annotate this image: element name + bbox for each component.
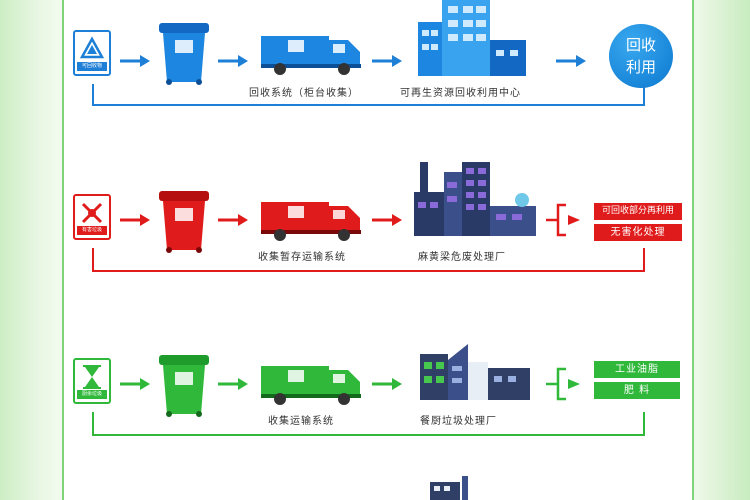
blue-truck-icon bbox=[261, 36, 361, 75]
red-truck-icon bbox=[261, 202, 361, 241]
flow-bracket bbox=[92, 84, 645, 106]
recycling-center-building-icon bbox=[418, 0, 526, 76]
blue-bin-icon bbox=[159, 23, 209, 85]
truck-label: 收集暂存运输系统 bbox=[258, 252, 346, 263]
kitchen-waste-sign: 厨余垃圾 bbox=[73, 358, 111, 404]
arrow-icon bbox=[556, 55, 586, 67]
recyclable-sign: 可回收物 bbox=[73, 30, 111, 76]
hazard-icon bbox=[81, 202, 103, 224]
plant-label: 可再生资源回收利用中心 bbox=[400, 88, 521, 99]
truck-label: 收集运输系统 bbox=[268, 416, 334, 427]
recycle-use-circle: 回收 利用 bbox=[609, 24, 673, 88]
red-bin-icon bbox=[159, 191, 209, 253]
plant-label: 餐厨垃圾处理厂 bbox=[420, 416, 497, 427]
split-arrow-icon bbox=[546, 367, 580, 401]
green-bin-icon bbox=[159, 355, 209, 417]
arrow-icon bbox=[372, 378, 402, 390]
sign-caption: 厨余垃圾 bbox=[77, 390, 107, 399]
kitchen-waste-plant-building-icon bbox=[420, 344, 530, 400]
arrow-icon bbox=[120, 214, 150, 226]
arrow-icon bbox=[120, 55, 150, 67]
flow-bracket bbox=[92, 248, 645, 272]
kitchen-waste-icon bbox=[83, 365, 101, 389]
arrow-icon bbox=[218, 214, 248, 226]
result-line-2: 利用 bbox=[625, 58, 656, 76]
result-tag: 肥 料 bbox=[594, 382, 680, 399]
result-line-1: 回收 bbox=[625, 36, 656, 54]
result-tag: 工业油脂 bbox=[594, 361, 680, 378]
green-truck-icon bbox=[261, 366, 361, 405]
arrow-icon bbox=[372, 214, 402, 226]
result-tag: 可回收部分再利用 bbox=[594, 203, 682, 220]
flow-bracket bbox=[92, 412, 645, 436]
hazardous-plant-building-icon bbox=[414, 162, 536, 236]
arrow-icon bbox=[218, 378, 248, 390]
sign-caption: 可回收物 bbox=[77, 62, 107, 71]
arrow-icon bbox=[218, 55, 248, 67]
sign-caption: 有害垃圾 bbox=[77, 226, 107, 235]
recycle-icon bbox=[79, 36, 105, 59]
result-tag: 无害化处理 bbox=[594, 224, 682, 241]
arrow-icon bbox=[372, 55, 402, 67]
hazardous-sign: 有害垃圾 bbox=[73, 194, 111, 240]
split-arrow-icon bbox=[546, 203, 580, 237]
cut-off-building-icon bbox=[430, 476, 468, 500]
truck-label: 回收系统（柜台收集） bbox=[249, 88, 359, 99]
arrow-icon bbox=[120, 378, 150, 390]
plant-label: 麻黄梁危废处理厂 bbox=[418, 252, 506, 263]
